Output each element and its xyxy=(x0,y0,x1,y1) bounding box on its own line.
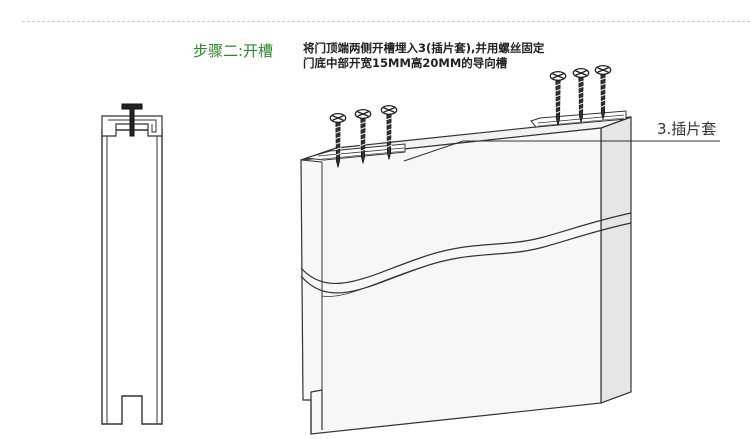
door-section-outline xyxy=(101,129,163,425)
step-title: 步骤二:开槽 xyxy=(193,42,274,60)
break-wave-upper xyxy=(300,212,632,285)
top-dashed-divider xyxy=(22,21,750,22)
top-t-guide xyxy=(121,103,143,137)
break-wave-lower xyxy=(300,222,632,294)
top-insert-channel xyxy=(101,115,163,137)
door-panel-isometric xyxy=(300,64,720,435)
step-description-line-1: 将门顶端两侧开槽埋入3(插片套),并用螺丝固定 xyxy=(303,41,545,55)
step-description: 将门顶端两侧开槽埋入3(插片套),并用螺丝固定 门底中部开宽15MM高20MM的… xyxy=(303,41,544,71)
screw-icon-right-3 xyxy=(594,64,612,120)
step-description-line-2: 门底中部开宽15MM高20MM的导向槽 xyxy=(303,56,508,70)
callout-leader-line xyxy=(403,140,720,162)
door-cross-section xyxy=(101,103,163,425)
bottom-guide-notch xyxy=(310,389,323,434)
door-panel-side-face xyxy=(600,116,632,404)
callout-label-insert-sleeve: 3.插片套 xyxy=(657,120,716,138)
door-panel-front-face xyxy=(300,127,602,435)
